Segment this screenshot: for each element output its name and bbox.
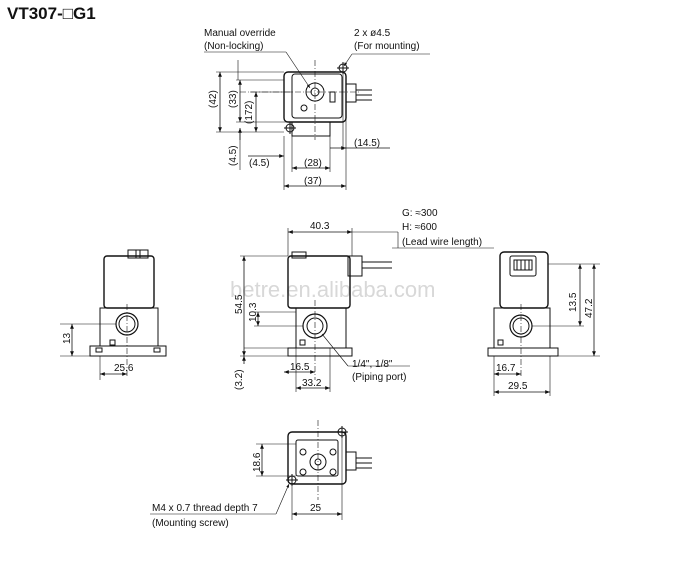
piping-port-size: 1/4", 1/8" bbox=[352, 359, 393, 370]
dim-18-6: 18.6 bbox=[252, 452, 263, 472]
right-side-view bbox=[487, 251, 600, 396]
dim-33: (33) bbox=[228, 90, 239, 108]
dim-29-5: 29.5 bbox=[508, 381, 528, 392]
non-locking-label: (Non-locking) bbox=[204, 41, 263, 52]
dim-25-6: 25.6 bbox=[114, 363, 134, 374]
mounting-screw-spec: M4 x 0.7 thread depth 7 bbox=[152, 503, 258, 514]
dim-3-2: (3.2) bbox=[234, 369, 245, 390]
dim-16-7: 16.7 bbox=[496, 363, 516, 374]
mounting-hole-label: 2 x ø4.5 bbox=[354, 28, 391, 39]
dim-172: (172) bbox=[244, 101, 255, 124]
mounting-screw-label: (Mounting screw) bbox=[152, 518, 229, 529]
bottom-view bbox=[150, 420, 372, 520]
dim-10-3: 10.3 bbox=[248, 302, 259, 322]
watermark-text: betre.en.alibaba.com bbox=[230, 277, 435, 302]
dim-25: 25 bbox=[310, 503, 322, 514]
manual-override-label: Manual override bbox=[204, 28, 276, 39]
left-side-view bbox=[60, 249, 167, 380]
dim-33-2: 33.2 bbox=[302, 378, 322, 389]
front-view bbox=[240, 228, 494, 392]
drawing-title: VT307-□G1 bbox=[7, 4, 96, 23]
lead-wire-h: H: ≈600 bbox=[402, 222, 437, 233]
dim-37: (37) bbox=[304, 176, 322, 187]
dim-28: (28) bbox=[304, 158, 322, 169]
dim-13: 13 bbox=[62, 332, 73, 344]
lead-wire-g: G: ≈300 bbox=[402, 208, 438, 219]
for-mounting-label: (For mounting) bbox=[354, 41, 420, 52]
piping-port-label: (Piping port) bbox=[352, 372, 406, 383]
dim-16-5: 16.5 bbox=[290, 362, 310, 373]
lead-wire-note: (Lead wire length) bbox=[402, 237, 482, 248]
dim-47-2: 47.2 bbox=[584, 298, 595, 318]
dim-54-5: 54.5 bbox=[234, 294, 245, 314]
dim-4-5-horizontal: (4.5) bbox=[249, 158, 270, 169]
dim-14-5: (14.5) bbox=[354, 138, 380, 149]
dim-42: (42) bbox=[208, 90, 219, 108]
dim-13-5: 13.5 bbox=[568, 292, 579, 312]
dim-40-3: 40.3 bbox=[310, 221, 330, 232]
top-view bbox=[204, 51, 430, 190]
dim-4-5-vertical: (4.5) bbox=[228, 145, 239, 166]
